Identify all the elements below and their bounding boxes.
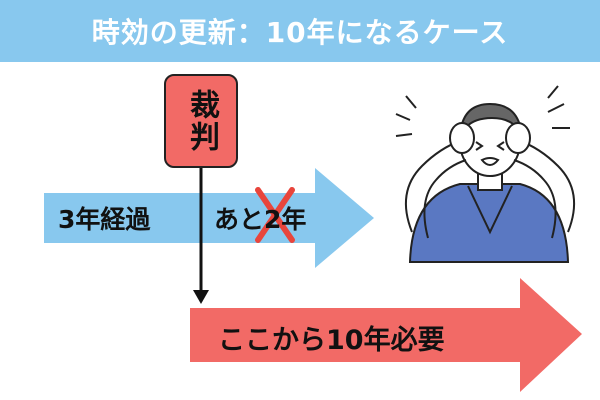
title-banner: 時効の更新：10年になるケース: [0, 0, 600, 62]
court-box: 裁判: [164, 74, 238, 168]
down-arrow-icon: [193, 290, 209, 304]
cross-mark-icon: [255, 187, 295, 243]
remaining-label: あと2年: [214, 205, 307, 234]
page-title: 時効の更新：10年になるケース: [91, 16, 509, 49]
court-label: 裁判: [184, 89, 219, 153]
worried-person-icon: [395, 85, 575, 263]
new-period-label: ここから10年必要: [218, 325, 445, 356]
elapsed-label: 3年経過: [58, 205, 151, 234]
new-period-arrow: [190, 278, 582, 392]
